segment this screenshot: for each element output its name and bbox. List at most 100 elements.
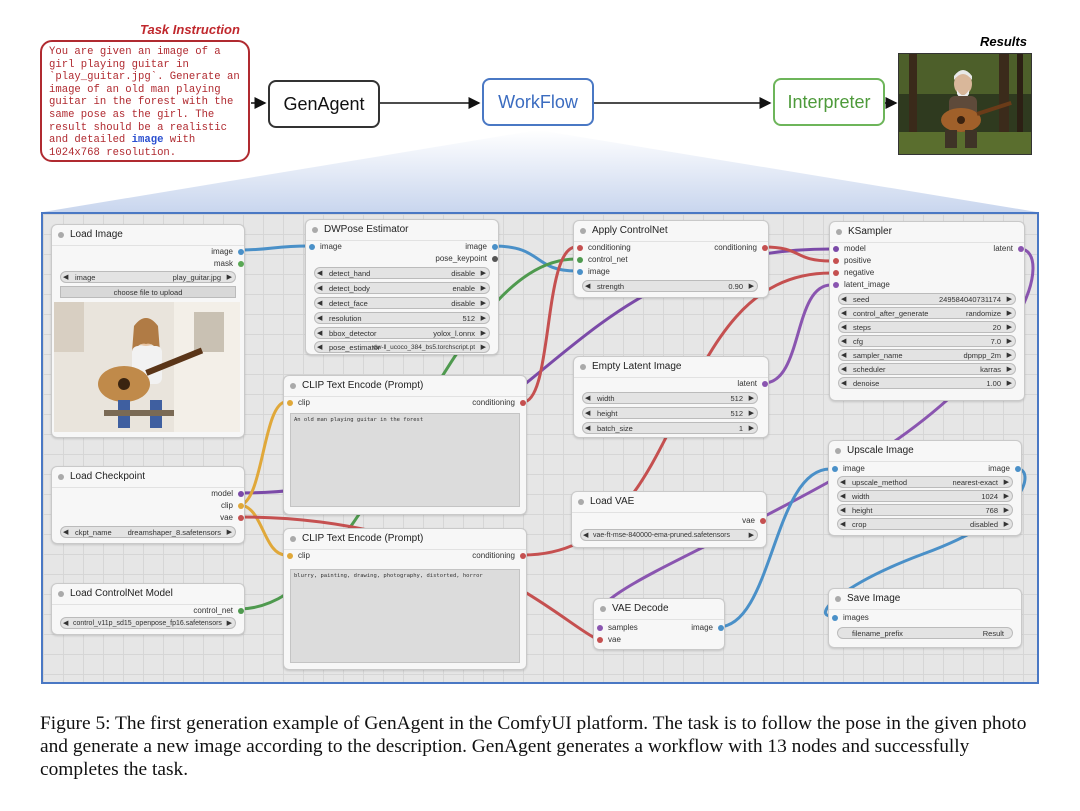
- prompt-textarea-negative[interactable]: blurry, painting, drawing, photography, …: [290, 569, 520, 663]
- input-image[interactable]: image: [832, 464, 865, 473]
- node-load-controlnet[interactable]: Load ControlNet Model control_net ◀contr…: [51, 583, 245, 635]
- output-pose-keypoint[interactable]: pose_keypoint: [435, 254, 498, 263]
- left-arrow-icon[interactable]: ◀: [585, 283, 591, 290]
- right-arrow-icon[interactable]: ▶: [480, 285, 486, 292]
- left-arrow-icon[interactable]: ◀: [840, 479, 846, 486]
- node-apply-controlnet[interactable]: Apply ControlNet conditioning conditioni…: [573, 220, 769, 298]
- widget-vae-name[interactable]: ◀vae-ft-mse-840000-ema-pruned.safetensor…: [580, 529, 758, 541]
- left-arrow-icon[interactable]: ◀: [585, 410, 591, 417]
- left-arrow-icon[interactable]: ◀: [317, 300, 323, 307]
- left-arrow-icon[interactable]: ◀: [317, 270, 323, 277]
- input-clip[interactable]: clip: [287, 398, 310, 407]
- input-vae[interactable]: vae: [597, 635, 621, 644]
- left-arrow-icon[interactable]: ◀: [840, 493, 846, 500]
- left-arrow-icon[interactable]: ◀: [841, 352, 847, 359]
- right-arrow-icon[interactable]: ▶: [226, 529, 232, 536]
- output-vae[interactable]: vae: [742, 516, 766, 525]
- right-arrow-icon[interactable]: ▶: [748, 395, 754, 402]
- left-arrow-icon[interactable]: ◀: [585, 395, 591, 402]
- output-control-net[interactable]: control_net: [193, 606, 244, 615]
- right-arrow-icon[interactable]: ▶: [480, 270, 486, 277]
- prompt-textarea-positive[interactable]: An old man playing guitar in the forest: [290, 413, 520, 507]
- input-image[interactable]: image: [309, 242, 342, 251]
- right-arrow-icon[interactable]: ▶: [480, 315, 486, 322]
- input-control-net[interactable]: control_net: [577, 255, 628, 264]
- output-clip[interactable]: clip: [221, 501, 244, 510]
- input-clip[interactable]: clip: [287, 551, 310, 560]
- left-arrow-icon[interactable]: ◀: [841, 324, 847, 331]
- left-arrow-icon[interactable]: ◀: [840, 521, 846, 528]
- right-arrow-icon[interactable]: ▶: [748, 283, 754, 290]
- left-arrow-icon[interactable]: ◀: [317, 330, 323, 337]
- left-arrow-icon[interactable]: ◀: [841, 296, 847, 303]
- left-arrow-icon[interactable]: ◀: [841, 338, 847, 345]
- node-vae-decode[interactable]: VAE Decode samples vae image: [593, 598, 725, 650]
- input-latent-image[interactable]: latent_image: [833, 280, 890, 289]
- right-arrow-icon[interactable]: ▶: [1003, 493, 1009, 500]
- input-image[interactable]: image: [577, 267, 610, 276]
- right-arrow-icon[interactable]: ▶: [748, 532, 754, 539]
- node-clip-text-encode-negative[interactable]: CLIP Text Encode (Prompt) clip condition…: [283, 528, 527, 670]
- output-image[interactable]: image: [691, 623, 724, 632]
- right-arrow-icon[interactable]: ▶: [226, 620, 232, 627]
- node-load-checkpoint[interactable]: Load Checkpoint model clip vae ◀ckpt_nam…: [51, 466, 245, 544]
- left-arrow-icon[interactable]: ◀: [583, 532, 589, 539]
- input-images[interactable]: images: [832, 613, 869, 622]
- input-positive[interactable]: positive: [833, 256, 871, 265]
- output-conditioning[interactable]: conditioning: [472, 398, 526, 407]
- input-negative[interactable]: negative: [833, 268, 874, 277]
- right-arrow-icon[interactable]: ▶: [480, 330, 486, 337]
- left-arrow-icon[interactable]: ◀: [840, 507, 846, 514]
- left-arrow-icon[interactable]: ◀: [317, 344, 323, 351]
- input-samples[interactable]: samples: [597, 623, 638, 632]
- output-vae[interactable]: vae: [220, 513, 244, 522]
- widget-control-net-name[interactable]: ◀control_v11p_sd15_openpose_fp16.safeten…: [60, 617, 236, 629]
- left-arrow-icon[interactable]: ◀: [63, 529, 69, 536]
- right-arrow-icon[interactable]: ▶: [1006, 352, 1012, 359]
- output-image[interactable]: image: [988, 464, 1021, 473]
- input-model[interactable]: model: [833, 244, 866, 253]
- right-arrow-icon[interactable]: ▶: [748, 410, 754, 417]
- right-arrow-icon[interactable]: ▶: [1006, 324, 1012, 331]
- node-upscale-image[interactable]: Upscale Image image image ◀upscale_metho…: [828, 440, 1022, 536]
- right-arrow-icon[interactable]: ▶: [480, 344, 486, 351]
- output-latent[interactable]: latent: [737, 379, 768, 388]
- output-mask[interactable]: mask: [214, 259, 244, 268]
- node-ksampler[interactable]: KSampler model latent positive negative …: [829, 221, 1025, 401]
- right-arrow-icon[interactable]: ▶: [226, 274, 232, 281]
- output-image[interactable]: image: [465, 242, 498, 251]
- left-arrow-icon[interactable]: ◀: [63, 274, 69, 281]
- node-clip-text-encode-positive[interactable]: CLIP Text Encode (Prompt) clip condition…: [283, 375, 527, 515]
- right-arrow-icon[interactable]: ▶: [1006, 296, 1012, 303]
- node-load-vae[interactable]: Load VAE vae ◀vae-ft-mse-840000-ema-prun…: [571, 491, 767, 548]
- right-arrow-icon[interactable]: ▶: [1003, 521, 1009, 528]
- right-arrow-icon[interactable]: ▶: [1006, 366, 1012, 373]
- right-arrow-icon[interactable]: ▶: [1003, 479, 1009, 486]
- output-image[interactable]: image: [211, 247, 244, 256]
- output-model[interactable]: model: [211, 489, 244, 498]
- left-arrow-icon[interactable]: ◀: [317, 315, 323, 322]
